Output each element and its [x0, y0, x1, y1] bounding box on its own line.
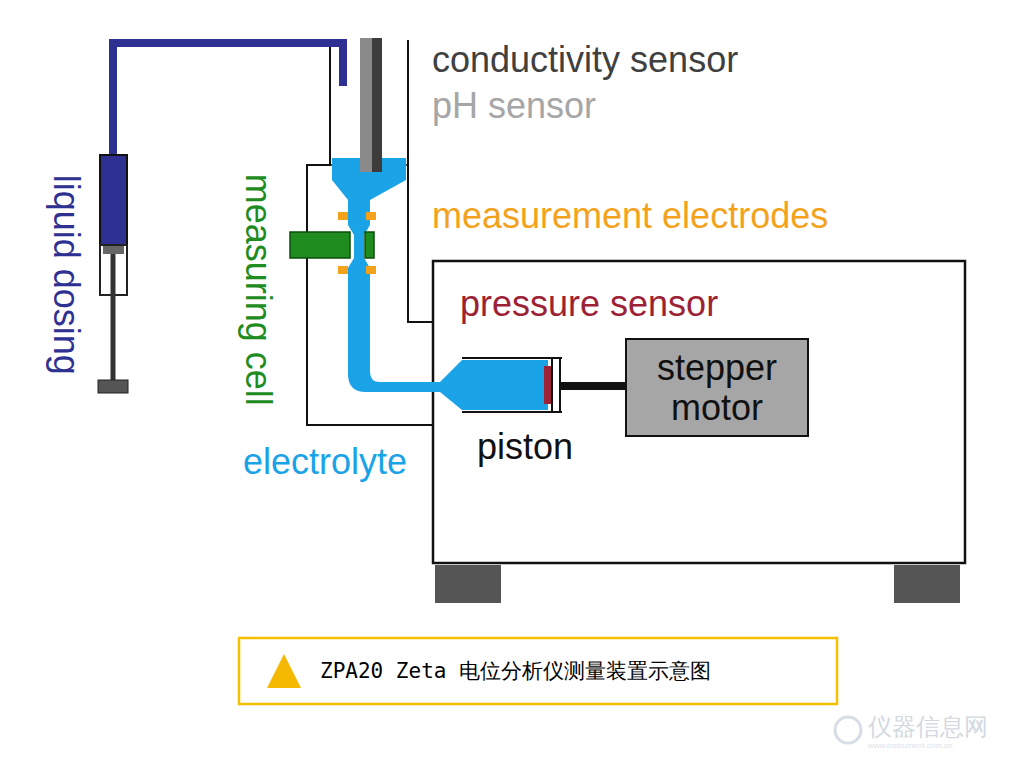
piston-chamber — [462, 358, 562, 412]
watermark: 仪器信息网 — [868, 714, 988, 740]
electrode — [338, 266, 348, 274]
plunger-base — [98, 380, 128, 393]
housing-foot — [894, 565, 960, 603]
figure-caption: ZPA20 Zeta 电位分析仪测量装置示意图 — [320, 657, 711, 685]
electrode — [366, 212, 376, 220]
part-label: piston — [477, 427, 573, 467]
watermark-icon — [835, 717, 861, 743]
part-label: pressure sensor — [460, 284, 718, 324]
part-label: electrolyte — [243, 442, 407, 482]
electrode — [338, 212, 348, 220]
instrument-housing — [433, 261, 965, 563]
cell-outline — [408, 40, 432, 322]
node-text: stepper motor — [627, 348, 807, 427]
housing-foot — [435, 565, 501, 603]
part-label: measuring cell — [238, 174, 278, 406]
piston-rod — [560, 382, 626, 390]
electrode — [366, 266, 376, 274]
pressure-sensor — [544, 366, 552, 404]
part-label: liquid dosing — [46, 175, 86, 375]
part-label: conductivity sensor — [432, 40, 738, 80]
cell-holder — [290, 232, 350, 258]
caption-frame — [239, 638, 837, 704]
syringe-seal — [103, 245, 124, 254]
syringe-plunger — [111, 254, 116, 382]
syringe-barrel — [100, 155, 127, 245]
motor-box: stepper motor — [625, 338, 809, 437]
dosing-tube — [113, 43, 343, 155]
conductivity-sensor-rod — [372, 38, 382, 172]
caption-triangle — [267, 654, 301, 688]
part-label: measurement electrodes — [432, 196, 828, 236]
ph-sensor-rod — [360, 38, 372, 172]
watermark: www.instrument.com.cn — [868, 742, 952, 751]
part-label: pH sensor — [432, 86, 596, 126]
cell-holder — [365, 232, 374, 258]
piston-head — [552, 358, 560, 412]
